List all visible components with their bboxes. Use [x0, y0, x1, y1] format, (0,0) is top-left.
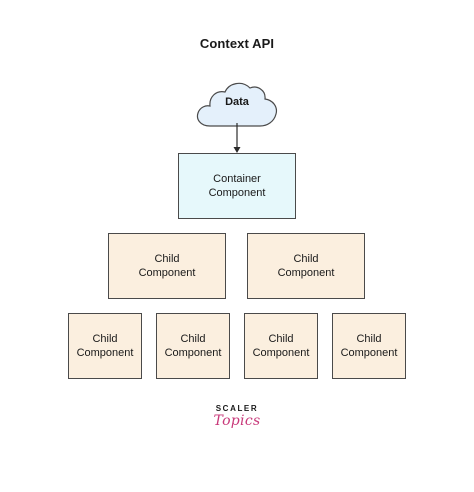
child-component-box: Child Component	[247, 233, 365, 299]
container-line1: Container	[213, 173, 261, 185]
container-component-box: Container Component	[178, 153, 296, 219]
child-line1: Child	[180, 333, 206, 345]
child-line2: Component	[340, 347, 398, 359]
child-line2: Component	[164, 347, 222, 359]
diagram-title: Context API	[199, 36, 275, 51]
child-component-box: Child Component	[244, 313, 318, 379]
child-line1: Child	[293, 253, 319, 265]
data-cloud: Data	[194, 76, 280, 132]
child-line1: Child	[92, 333, 118, 345]
child-component-box: Child Component	[332, 313, 406, 379]
logo-top-text: SCALER	[215, 404, 259, 413]
child-line2: Component	[277, 267, 335, 279]
child-line2: Component	[252, 347, 310, 359]
arrow-down-icon	[233, 123, 241, 153]
child-line2: Component	[138, 267, 196, 279]
child-line1: Child	[268, 333, 294, 345]
cloud-icon	[196, 82, 278, 127]
child-component-box: Child Component	[108, 233, 226, 299]
child-line2: Component	[76, 347, 134, 359]
scaler-topics-logo: SCALER Topics	[0, 404, 474, 434]
child-line1: Child	[356, 333, 382, 345]
child-component-box: Child Component	[156, 313, 230, 379]
logo-bottom-text: Topics	[213, 413, 261, 429]
child-component-box: Child Component	[68, 313, 142, 379]
container-line2: Component	[208, 187, 266, 199]
cloud-label: Data	[225, 96, 249, 108]
child-line1: Child	[154, 253, 180, 265]
